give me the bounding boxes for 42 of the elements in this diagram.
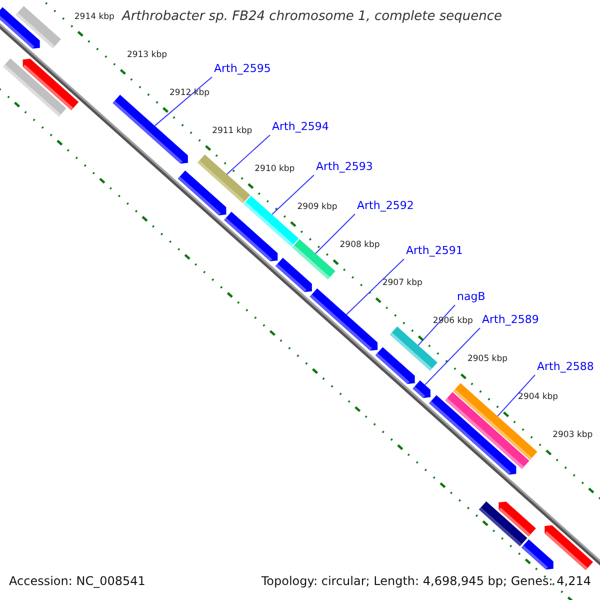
scale-label: 2907 kbp <box>382 279 422 289</box>
scale-label: 2911 kbp <box>212 126 252 137</box>
diagram-title: Arthrobacter sp. FB24 chromosome 1, complete sequence <box>122 10 502 25</box>
scale-label: 2905 kbp <box>467 355 508 366</box>
leader-line <box>418 304 456 346</box>
scale-label: 2903 kbp <box>552 431 593 442</box>
scale-label: 2910 kbp <box>254 165 295 175</box>
gene-bar <box>198 154 250 204</box>
gene-bar <box>292 239 336 280</box>
gene-bar <box>16 6 61 48</box>
leader-line <box>226 134 270 175</box>
gene-bar <box>244 196 299 247</box>
gene-label: Arth_2594 <box>272 121 329 134</box>
gene-label: Arth_2592 <box>357 200 414 213</box>
scale-label: 2908 kbp <box>340 241 380 251</box>
scale-label: 2914 kbp <box>74 12 114 23</box>
gene-label: Arth_2593 <box>316 161 373 174</box>
scale-label: 2913 kbp <box>126 50 167 61</box>
gene-feature <box>276 258 312 292</box>
leader-line <box>154 76 212 126</box>
footer-text: Accession: NC_008541 <box>9 575 146 589</box>
scale-label: 2912 kbp <box>170 88 210 99</box>
gene-feature <box>310 288 378 351</box>
leader-line <box>272 174 314 216</box>
gene-bar <box>478 501 528 546</box>
scale-label: 2904 kbp <box>518 393 558 404</box>
leader-line <box>346 258 404 316</box>
gene-label: Arth_2589 <box>482 314 539 327</box>
gene-feature <box>112 94 188 164</box>
gene-label: nagB <box>457 291 486 304</box>
footer-text: Topology: circular; Length: 4,698,945 bp; Genes: 4,214 <box>261 575 591 589</box>
gene-feature <box>375 347 415 384</box>
gene-feature <box>412 380 430 398</box>
gene-bar <box>390 326 438 371</box>
gene-label: Arth_2595 <box>214 63 271 76</box>
gene-label: Arth_2588 <box>537 361 594 374</box>
gene-label: Arth_2591 <box>406 245 463 258</box>
scale-label: 2909 kbp <box>297 203 338 213</box>
leader-line <box>424 328 480 386</box>
gene-bar <box>3 58 66 117</box>
leader-line <box>315 214 356 254</box>
gene-feature <box>521 539 554 570</box>
